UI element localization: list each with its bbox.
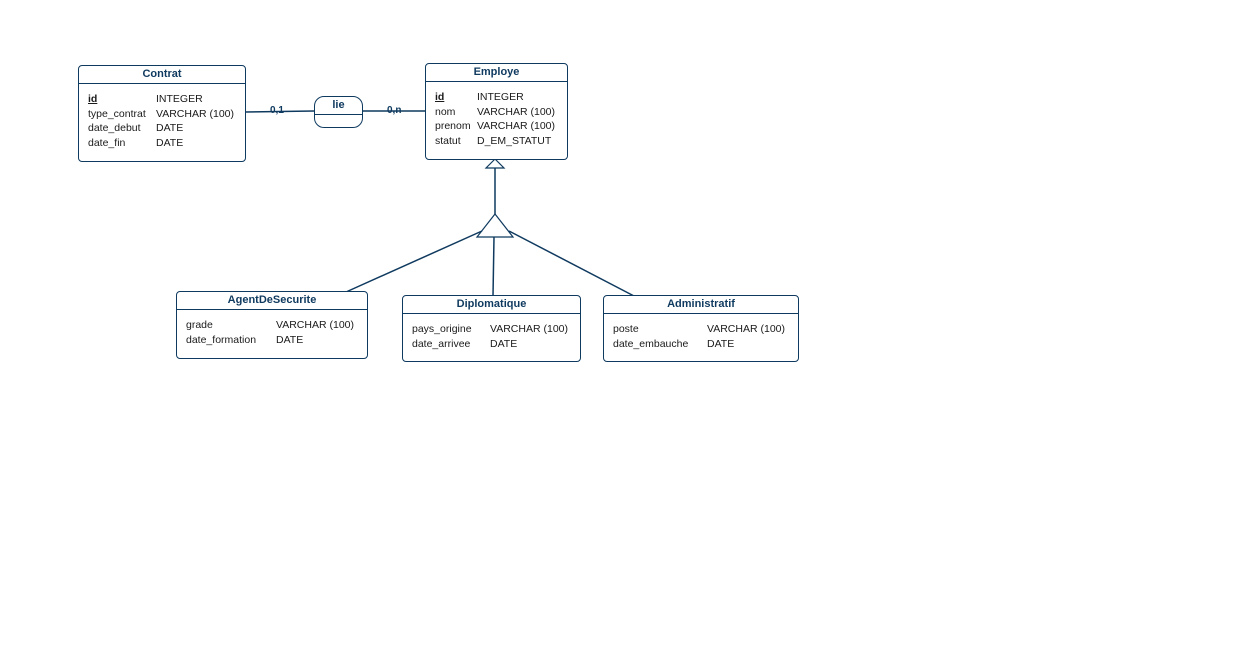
attribute-type: VARCHAR (100) (490, 323, 568, 335)
association-lie[interactable]: lie (314, 96, 363, 128)
entity-agentdesecurite[interactable]: AgentDeSecurite grade VARCHAR (100) date… (176, 291, 368, 359)
attribute-name: date_formation (186, 333, 257, 346)
attribute-type: DATE (490, 337, 518, 350)
attribute-name: pays_origine (412, 323, 472, 335)
association-title: lie (315, 97, 362, 115)
entity-title: Diplomatique (403, 296, 580, 314)
inheritance-arrowhead (484, 158, 506, 169)
attribute-list: grade VARCHAR (100) date_formation DATE (177, 310, 367, 347)
attribute-name: id (435, 91, 445, 103)
attribute-name: date_arrivee (412, 337, 471, 350)
attribute-name: prenom (435, 120, 471, 132)
attribute-type: DATE (156, 122, 184, 134)
attribute-row: date_debut DATE (88, 121, 245, 136)
inheritance-link-agent (345, 230, 483, 293)
attribute-type: DATE (707, 337, 735, 350)
attribute-name: date_debut (88, 122, 141, 134)
attribute-name: poste (613, 323, 639, 335)
inheritance-triangle (475, 213, 515, 238)
attribute-row: id INTEGER (435, 90, 567, 105)
cardinality-employe: 0,n (387, 105, 402, 116)
attribute-row: pays_origine VARCHAR (100) (412, 322, 580, 337)
attribute-type: INTEGER (156, 93, 203, 105)
entity-title: Administratif (604, 296, 798, 314)
attribute-row: grade VARCHAR (100) (186, 318, 367, 333)
attribute-type: VARCHAR (100) (276, 319, 354, 331)
attribute-name: date_embauche (613, 337, 689, 350)
attribute-list: id INTEGER nom VARCHAR (100) prenom VARC… (426, 82, 567, 148)
attribute-name: nom (435, 105, 456, 118)
attribute-row: id INTEGER (88, 92, 245, 107)
cardinality-contrat: 0,1 (270, 105, 284, 116)
entity-title: Contrat (79, 66, 245, 84)
entity-diplomatique[interactable]: Diplomatique pays_origine VARCHAR (100) … (402, 295, 581, 362)
link-contrat-lie (244, 110, 315, 113)
attribute-row: nom VARCHAR (100) (435, 105, 567, 120)
attribute-row: prenom VARCHAR (100) (435, 119, 567, 134)
attribute-list: poste VARCHAR (100) date_embauche DATE (604, 314, 798, 351)
attribute-list: id INTEGER type_contrat VARCHAR (100) da… (79, 84, 245, 150)
attribute-name: grade (186, 319, 213, 331)
attribute-type: D_EM_STATUT (477, 134, 552, 147)
attribute-row: statut D_EM_STATUT (435, 134, 567, 149)
attribute-name: statut (435, 134, 461, 147)
attribute-type: DATE (276, 333, 304, 346)
entity-contrat[interactable]: Contrat id INTEGER type_contrat VARCHAR … (78, 65, 246, 162)
attribute-type: VARCHAR (100) (156, 107, 234, 120)
attribute-type: DATE (156, 136, 184, 149)
attribute-type: INTEGER (477, 91, 524, 103)
entity-title: AgentDeSecurite (177, 292, 367, 310)
attribute-row: date_fin DATE (88, 136, 245, 151)
attribute-name: id (88, 93, 98, 105)
inheritance-link-diplomatique (492, 236, 495, 297)
attribute-row: date_formation DATE (186, 333, 367, 348)
inheritance-link-administratif (508, 230, 635, 297)
attribute-row: type_contrat VARCHAR (100) (88, 107, 245, 122)
entity-employe[interactable]: Employe id INTEGER nom VARCHAR (100) pre… (425, 63, 568, 160)
attribute-type: VARCHAR (100) (477, 120, 555, 132)
attribute-name: type_contrat (88, 107, 146, 120)
entity-title: Employe (426, 64, 567, 82)
attribute-type: VARCHAR (100) (477, 105, 555, 118)
attribute-row: date_arrivee DATE (412, 337, 580, 352)
attribute-type: VARCHAR (100) (707, 323, 785, 335)
entity-administratif[interactable]: Administratif poste VARCHAR (100) date_e… (603, 295, 799, 362)
attribute-row: date_embauche DATE (613, 337, 798, 352)
attribute-name: date_fin (88, 136, 126, 149)
attribute-list: pays_origine VARCHAR (100) date_arrivee … (403, 314, 580, 351)
attribute-row: poste VARCHAR (100) (613, 322, 798, 337)
